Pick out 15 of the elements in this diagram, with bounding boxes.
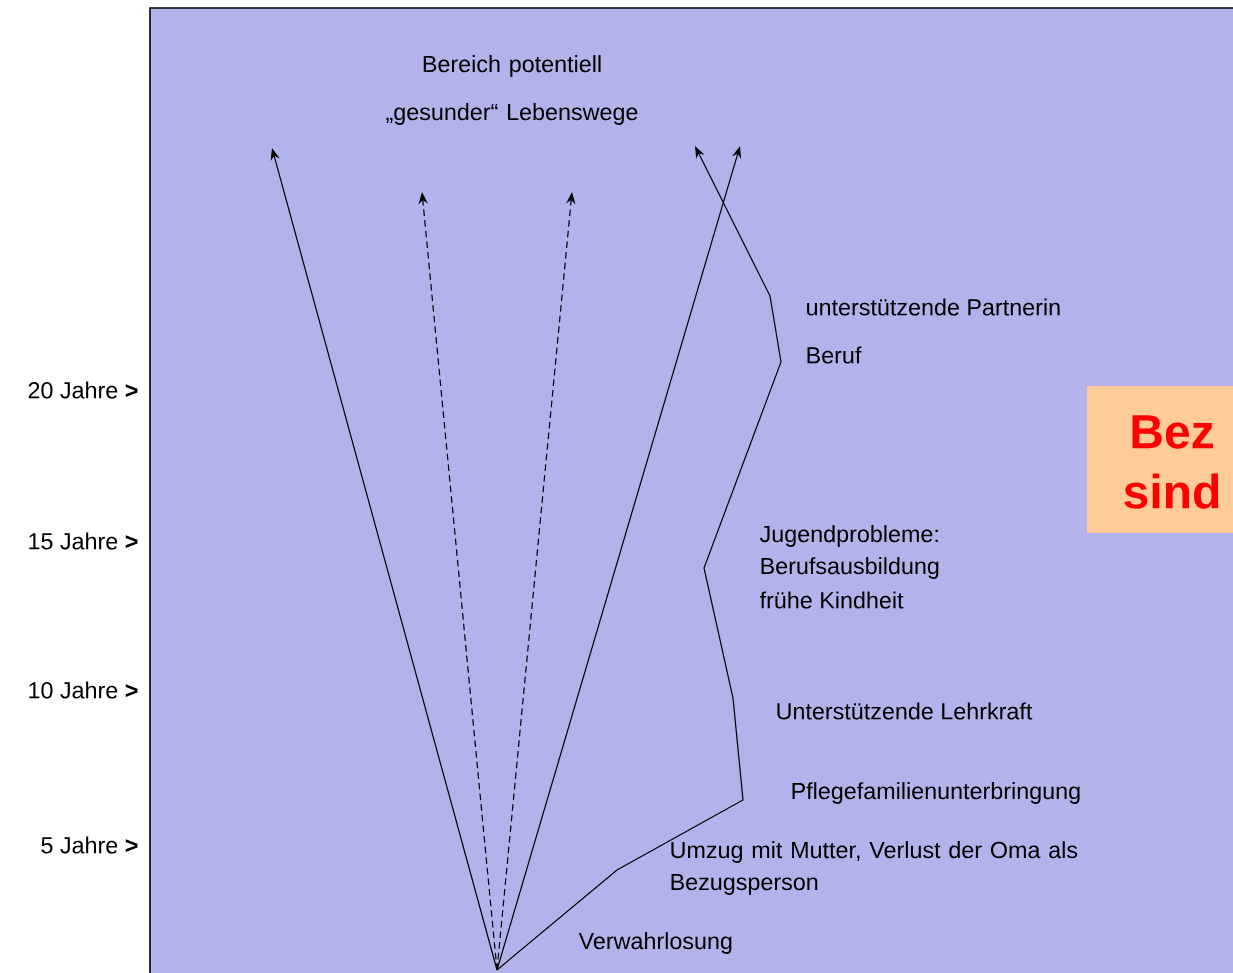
life-event-label: frühe Kindheit [759, 591, 904, 609]
region-title: Bereich potentiell „gesunder“ Lebenswege [386, 55, 638, 125]
life-event-label: Jugendprobleme: [759, 525, 938, 547]
life-event-label: Berufsausbildung [761, 557, 939, 579]
age-label: 5 Jahre > [41, 836, 138, 854]
life-event-label: Verwahrlosung [578, 932, 732, 954]
age-label: 10 Jahre > [29, 681, 138, 699]
life-event-label: Beruf [807, 346, 862, 364]
life-event-label: unterstützende Partnerin [807, 298, 1060, 316]
note-box: Bez sind [1087, 386, 1233, 533]
life-event-label: Unterstützende Lehrkraft [777, 702, 1033, 720]
life-event-label: Pflegefamilienunterbringung [792, 782, 1080, 804]
life-event-label: Umzug mit Mutter, Verlust der Oma als Bezugsperson [671, 841, 1078, 895]
age-label: 20 Jahre > [28, 381, 138, 399]
age-label: 15 Jahre > [29, 532, 138, 550]
